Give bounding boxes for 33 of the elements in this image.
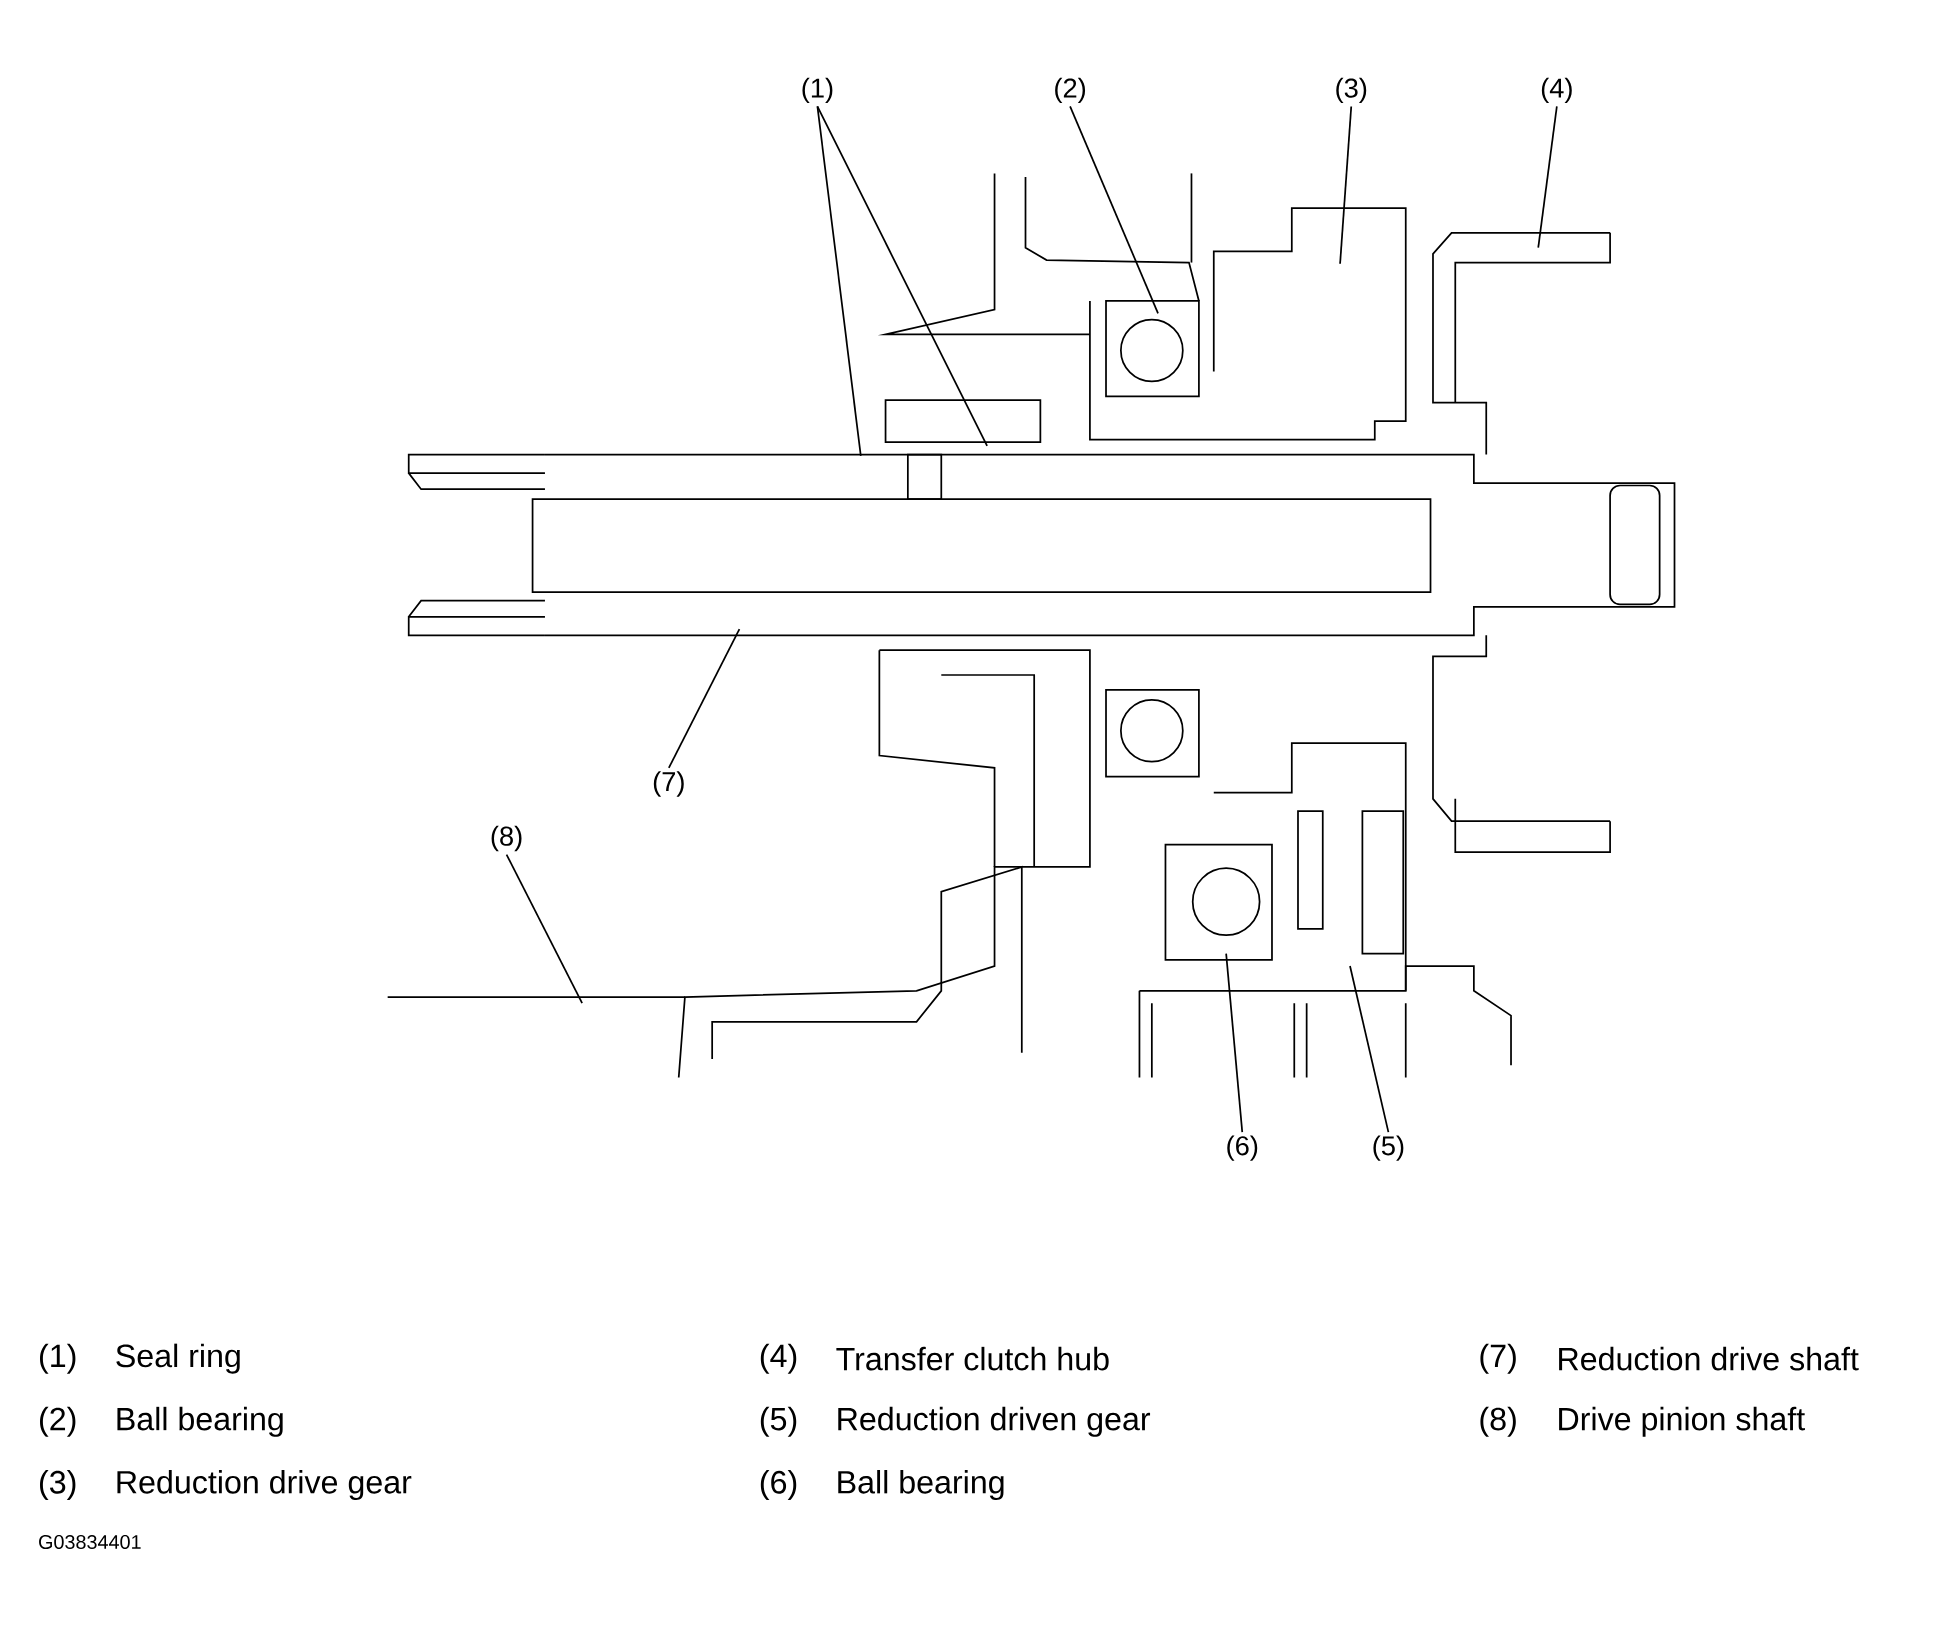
callout-number: (5) [1373, 1135, 1404, 1161]
part-name: Ball bearing [117, 1406, 283, 1437]
callout-number: (2) [1055, 77, 1086, 104]
part-name: Reduction drive shaft [1559, 1346, 1859, 1371]
leader-line [505, 853, 583, 1005]
callout-number: (7) [1480, 1343, 1516, 1374]
part-name: Seal ring [116, 1343, 240, 1374]
callout-number: (4) [1541, 77, 1572, 104]
callout-number: (8) [491, 825, 522, 852]
part-name: Drive pinion shaft [1559, 1406, 1805, 1437]
leader-line [1537, 105, 1558, 249]
callout-number: (1) [802, 77, 833, 104]
callout-number: (5) [760, 1406, 797, 1437]
callout-number: (4) [760, 1343, 797, 1374]
figure-code: G03834401 [39, 1535, 141, 1549]
callout-number: (6) [760, 1470, 797, 1501]
leader-line [1339, 105, 1353, 265]
callout-number: (6) [1227, 1135, 1258, 1161]
callout-number: (8) [1480, 1406, 1516, 1437]
leader-line [667, 628, 741, 769]
leader-line [1069, 105, 1159, 315]
part-name: Transfer clutch hub [836, 1346, 1109, 1371]
leader-line [1349, 965, 1390, 1133]
leader-line [816, 105, 988, 447]
callout-number: (3) [40, 1470, 76, 1501]
callout-number: (7) [653, 771, 684, 797]
callout-number: (2) [40, 1406, 76, 1437]
part-name: Ball bearing [838, 1470, 1004, 1501]
part-name: Reduction driven gear [838, 1406, 1151, 1437]
part-name: Reduction drive gear [117, 1470, 412, 1501]
leader-line [1225, 952, 1244, 1133]
callout-number: (1) [40, 1343, 76, 1374]
callout-number: (3) [1336, 77, 1367, 104]
